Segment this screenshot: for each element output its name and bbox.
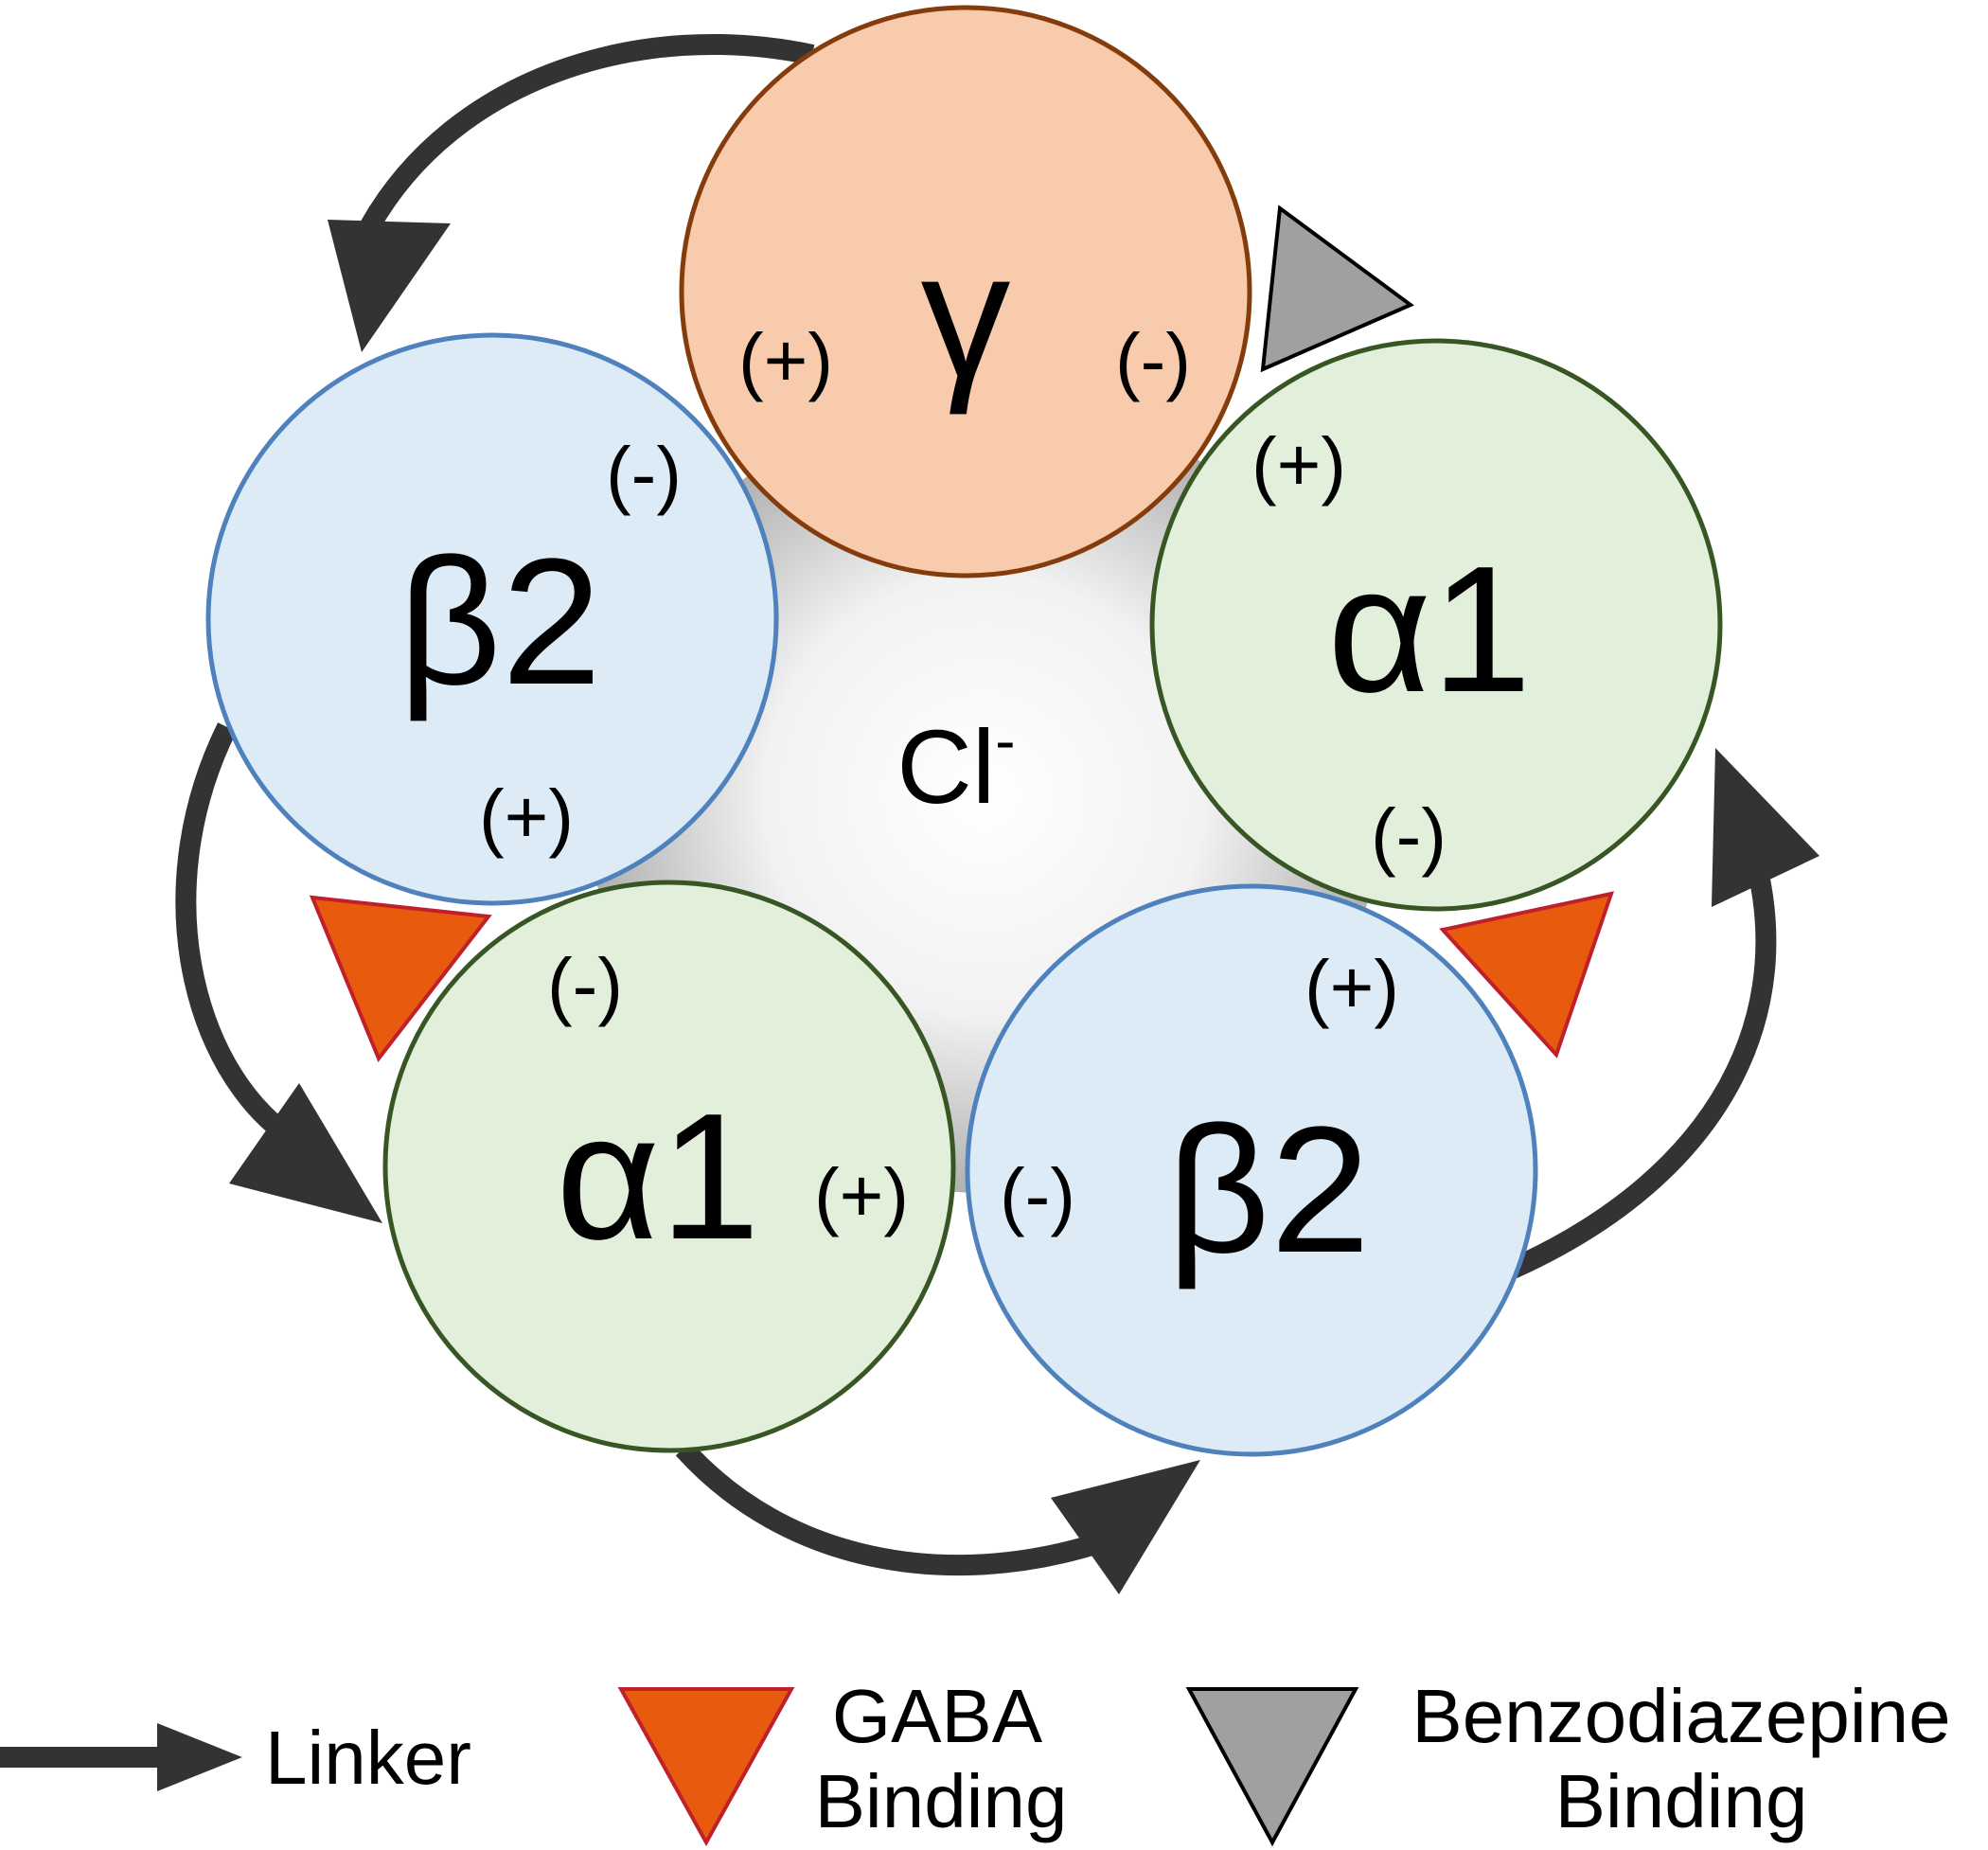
benzodiazepine-binding-site xyxy=(1260,205,1414,373)
linker-arrow-beta2-to-alpha1 xyxy=(175,722,311,1155)
subunit-beta2-left-circle xyxy=(205,332,779,906)
gamma-plus-label: (+) xyxy=(738,318,833,402)
legend-linker-label: Linker xyxy=(265,1716,471,1800)
legend-gaba-label-line2: Binding xyxy=(815,1759,1068,1843)
linker-arrows xyxy=(175,34,1819,1594)
alpha1-left-minus-label: (-) xyxy=(547,943,623,1027)
legend-gaba: GABA Binding xyxy=(617,1674,1068,1847)
subunit-alpha1-right-label: α1 xyxy=(1327,529,1532,730)
beta2-right-plus-label: (+) xyxy=(1305,945,1399,1029)
legend-benzodiazepine: Benzodiazepine Binding xyxy=(1185,1674,1951,1847)
subunit-beta2-left-label: β2 xyxy=(399,522,602,722)
linker-arrowhead-beta2-to-alpha1-right xyxy=(1712,748,1819,907)
legend-linker: Linker xyxy=(0,1716,471,1800)
linker-arrow-gamma-to-beta2 xyxy=(360,34,815,233)
legend-benzodiazepine-label-line1: Benzodiazepine xyxy=(1411,1674,1950,1758)
linker-arrow-beta2-to-alpha1-right xyxy=(1508,849,1777,1279)
linker-arrowhead-alpha1-to-beta2 xyxy=(1051,1460,1200,1594)
chloride-ion-label: Cl- xyxy=(896,706,1015,826)
linker-arrowhead-beta2-to-alpha1 xyxy=(229,1083,382,1223)
legend-benzodiazepine-triangle xyxy=(1185,1687,1359,1847)
linker-arrowhead-gamma-to-beta2 xyxy=(328,220,451,352)
beta2-right-minus-label: (-) xyxy=(1000,1153,1075,1237)
subunit-alpha1-left-circle xyxy=(382,880,956,1453)
subunit-gamma-label: γ xyxy=(921,215,1011,416)
chloride-charge: - xyxy=(995,706,1015,774)
gaba-binding-site-right xyxy=(1439,891,1615,1058)
subunit-beta2-right-circle xyxy=(965,883,1538,1457)
chloride-symbol: Cl xyxy=(896,709,995,826)
legend: Linker GABA Binding Benzodiazepine Bindi… xyxy=(0,1674,1951,1847)
beta2-left-plus-label: (+) xyxy=(479,774,574,859)
gamma-minus-label: (-) xyxy=(1115,318,1191,402)
subunit-gamma-circle xyxy=(679,5,1252,578)
subunit-alpha1-left-label: α1 xyxy=(556,1076,760,1277)
gaba-binding-site-left xyxy=(309,895,492,1062)
alpha1-right-plus-label: (+) xyxy=(1251,422,1346,507)
legend-benzodiazepine-label-line2: Binding xyxy=(1555,1759,1808,1843)
subunit-alpha1-right-circle xyxy=(1149,338,1723,912)
beta2-left-minus-label: (-) xyxy=(606,432,682,516)
subunit-beta2-right-label: β2 xyxy=(1167,1090,1371,1290)
legend-linker-arrowhead xyxy=(157,1723,242,1791)
legend-gaba-label-line1: GABA xyxy=(832,1674,1043,1758)
alpha1-right-minus-label: (-) xyxy=(1371,793,1447,878)
linker-arrow-alpha1-to-beta2 xyxy=(675,1441,1102,1576)
alpha1-left-plus-label: (+) xyxy=(814,1153,909,1237)
legend-gaba-triangle xyxy=(617,1687,795,1847)
